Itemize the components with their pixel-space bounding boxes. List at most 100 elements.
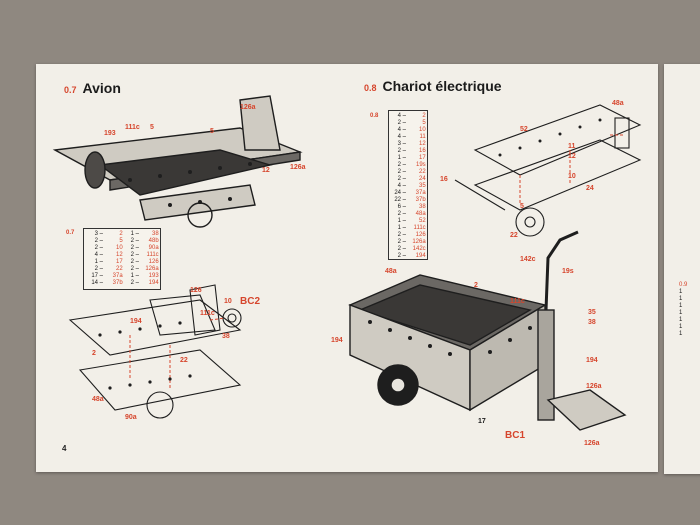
- parts-number: 37a: [415, 190, 426, 196]
- parts-number: 16: [418, 148, 426, 154]
- parts-quantity: 4: [94, 252, 98, 258]
- parts-quantity: 3: [397, 141, 401, 147]
- parts-quantity: 2: [94, 266, 98, 272]
- avion-label-5b: 5: [210, 128, 214, 135]
- parts-row: 4 – 12: [86, 252, 123, 259]
- chariot-top-label-16: 16: [440, 176, 448, 183]
- exploded-label-111c: 111c: [200, 310, 215, 317]
- parts-row: 4 – 10: [389, 127, 426, 134]
- parts-quantity: 2: [94, 245, 98, 251]
- exploded-label-126: 126: [190, 287, 202, 294]
- parts-row: 6 – 38: [389, 204, 426, 211]
- parts-number: 126a: [412, 239, 426, 245]
- parts-row: 2 – 24: [389, 176, 426, 183]
- parts-quantity: 2: [397, 169, 401, 175]
- avion-label-12: 12: [262, 167, 270, 174]
- exploded-label-2: 2: [92, 350, 96, 357]
- parts-row: 2 – 48a: [389, 211, 426, 218]
- chariot-label-194b: 194: [586, 357, 598, 364]
- chariot-bc-label: BC1: [505, 430, 526, 441]
- edge-list-item: 1: [679, 324, 683, 330]
- edge-list-item: 1: [679, 289, 683, 295]
- parts-row: 2 – 194: [389, 253, 426, 260]
- chariot-parts-label: 0.8: [370, 113, 379, 119]
- parts-number: 5: [119, 238, 123, 244]
- parts-number: 2: [119, 231, 123, 237]
- page-number: 4: [62, 444, 67, 453]
- parts-quantity: 2: [397, 148, 401, 154]
- avion-parts-label: 0.7: [66, 230, 75, 236]
- parts-row: 2 – 142c: [389, 246, 426, 253]
- chariot-top-label-10: 10: [568, 173, 576, 180]
- chariot-label-35: 35: [588, 309, 596, 316]
- parts-quantity: 2: [130, 280, 134, 286]
- edge-list-item: 0.9: [679, 282, 688, 288]
- parts-quantity: 4: [397, 127, 401, 133]
- parts-quantity: 2: [130, 245, 134, 251]
- parts-number: 22: [115, 266, 123, 272]
- parts-number: 22: [418, 169, 426, 175]
- parts-number: 2: [422, 113, 426, 119]
- parts-number: 19s: [415, 162, 426, 168]
- chariot-label-2: 2: [474, 282, 478, 289]
- chariot-label-38: 38: [588, 319, 596, 326]
- parts-row: 3 – 2: [86, 231, 123, 238]
- parts-quantity: 1: [130, 273, 134, 279]
- exploded-label-38: 38: [222, 333, 230, 340]
- chariot-label-19s: 19s: [562, 268, 574, 275]
- parts-number: 126: [148, 259, 159, 265]
- parts-row: 1 – 38: [122, 231, 159, 238]
- right-page-edge: [664, 64, 700, 474]
- avion-label-193: 193: [104, 130, 116, 137]
- parts-quantity: 1: [397, 155, 401, 161]
- chariot-top-label-22: 22: [510, 232, 518, 239]
- parts-row: 2 – 5: [86, 238, 123, 245]
- parts-row: 2 – 5: [389, 120, 426, 127]
- parts-number: 90a: [148, 245, 159, 251]
- parts-quantity: 17: [91, 273, 98, 279]
- parts-row: 2 – 194: [122, 280, 159, 287]
- parts-row: 2 – 126a: [389, 239, 426, 246]
- parts-row: 1 – 193: [122, 273, 159, 280]
- parts-number: 17: [115, 259, 123, 265]
- parts-number: 126a: [145, 266, 159, 272]
- parts-quantity: 22: [394, 197, 401, 203]
- parts-number: 37b: [112, 280, 123, 286]
- chariot-label-126a-b: 126a: [584, 440, 600, 447]
- parts-number: 111c: [413, 225, 426, 231]
- avion-number: 0.7: [64, 85, 77, 95]
- avion-bc-label: BC2: [240, 296, 261, 307]
- avion-label-126a-b: 126a: [290, 164, 306, 171]
- parts-quantity: 4: [397, 183, 401, 189]
- parts-row: 2 – 48b: [122, 238, 159, 245]
- edge-list-item: 1: [679, 296, 683, 302]
- parts-number: 194: [148, 280, 159, 286]
- parts-quantity: 2: [397, 232, 401, 238]
- exploded-label-10: 10: [224, 298, 232, 305]
- parts-number: 111c: [146, 252, 159, 258]
- parts-row: 2 – 111c: [122, 252, 159, 259]
- parts-quantity: 2: [130, 252, 134, 258]
- parts-row: 24 – 37a: [389, 190, 426, 197]
- parts-row: 3 – 12: [389, 141, 426, 148]
- parts-quantity: 1: [94, 259, 98, 265]
- parts-number: 194: [415, 253, 426, 259]
- parts-number: 37a: [112, 273, 123, 279]
- chariot-top-label-24: 24: [586, 185, 594, 192]
- parts-quantity: 2: [397, 176, 401, 182]
- parts-row: 2 – 126: [122, 259, 159, 266]
- edge-list-item: 1: [679, 303, 683, 309]
- parts-number: 10: [115, 245, 123, 251]
- parts-row: 4 – 2: [389, 113, 426, 120]
- chariot-title-text: Chariot électrique: [382, 78, 502, 94]
- parts-quantity: 14: [91, 280, 98, 286]
- parts-quantity: 2: [397, 120, 401, 126]
- parts-quantity: 2: [397, 246, 401, 252]
- exploded-label-48a: 48a: [92, 396, 104, 403]
- parts-number: 142c: [412, 246, 426, 252]
- chariot-top-label-12: 12: [568, 153, 576, 160]
- avion-title-text: Avion: [82, 80, 121, 96]
- parts-row: 2 – 126: [389, 232, 426, 239]
- chariot-top-label-142c: 142c: [520, 256, 536, 263]
